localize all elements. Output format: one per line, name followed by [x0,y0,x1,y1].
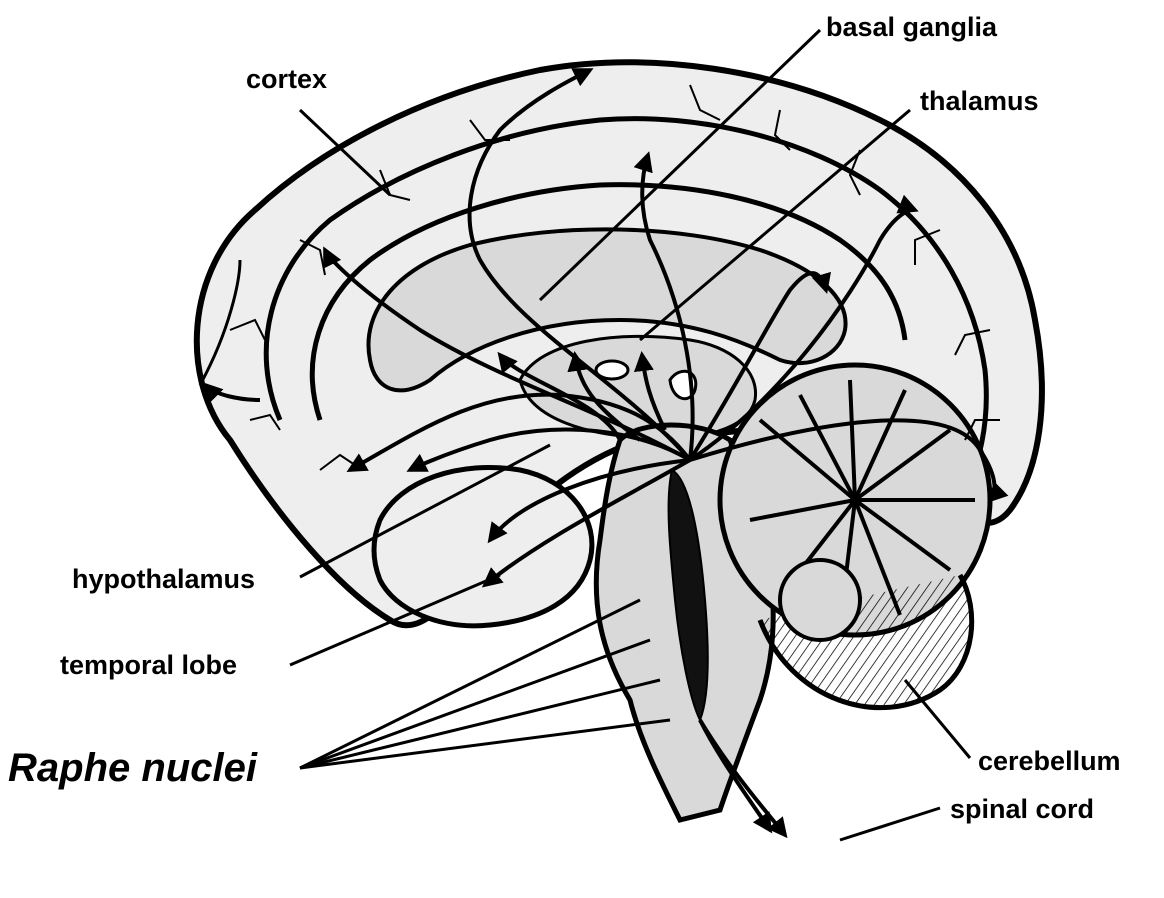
label-thalamus: thalamus [920,88,1039,115]
label-cortex: cortex [246,66,327,93]
label-temporal-lobe: temporal lobe [60,652,237,679]
label-cerebellum: cerebellum [978,748,1121,775]
label-spinal-cord: spinal cord [950,796,1094,823]
label-raphe-nuclei: Raphe nuclei [8,748,257,788]
label-basal-ganglia: basal ganglia [826,14,997,41]
label-hypothalamus: hypothalamus [72,566,255,593]
